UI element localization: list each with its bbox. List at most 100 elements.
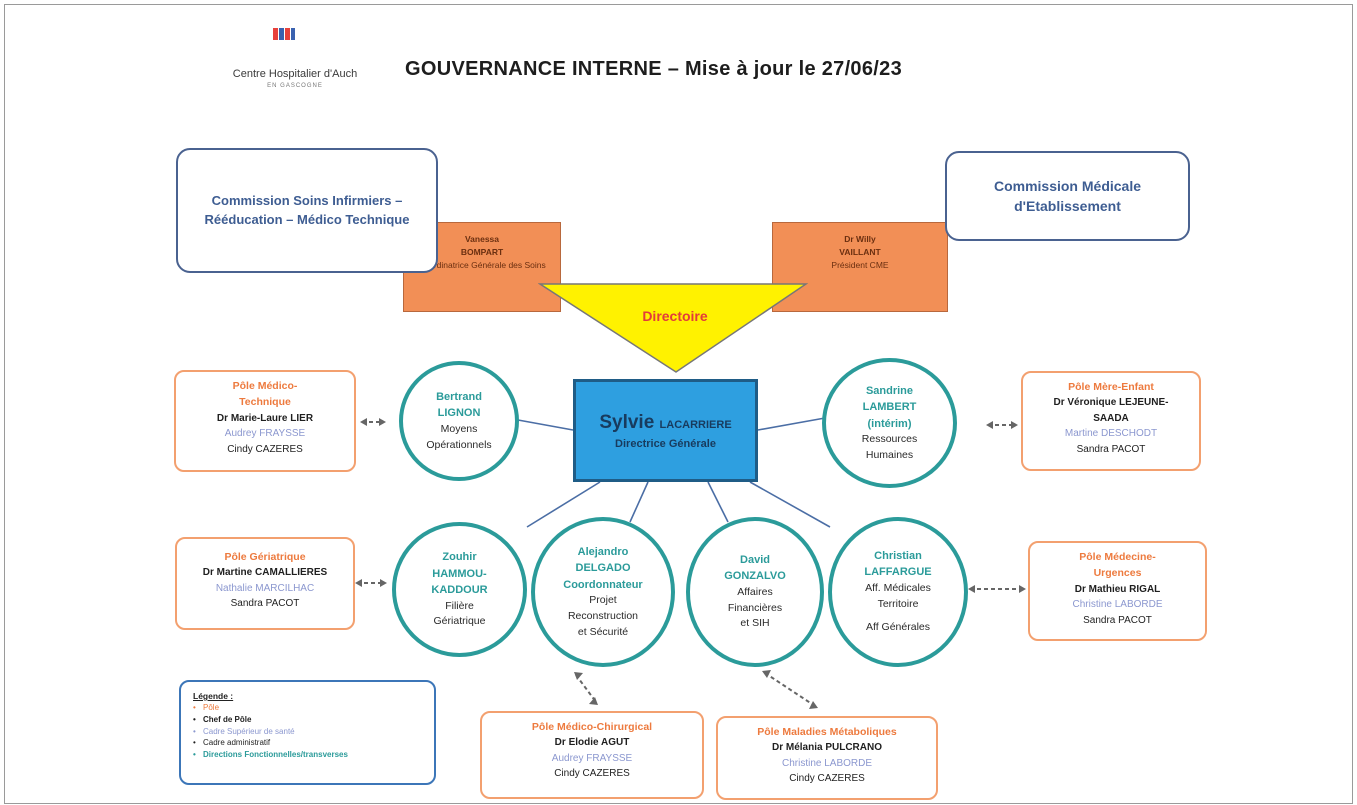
arrowhead-5 bbox=[355, 579, 362, 587]
pole-urg-cadre: Christine LABORDE bbox=[1072, 599, 1163, 611]
gonzalvo-role1: Affaires bbox=[737, 585, 773, 598]
directrice-name: Sylvie LACARRIERE bbox=[599, 412, 731, 434]
directrice-first: Sylvie bbox=[599, 411, 655, 433]
leader-left-role: Coordinatrice Générale des Soins bbox=[418, 259, 546, 270]
pole-geriatrique: Pôle Gériatrique Dr Martine CAMALLIERES … bbox=[175, 537, 355, 630]
commission-soins-box: Commission Soins Infirmiers – Rééducatio… bbox=[176, 148, 438, 273]
legend-chef-label: Chef de Pôle bbox=[203, 714, 252, 724]
pole-medecine-urgences: Pôle Médecine- Urgences Dr Mathieu RIGAL… bbox=[1028, 541, 1207, 641]
directrice-generale-box: Sylvie LACARRIERE Directrice Générale bbox=[573, 379, 758, 482]
delgado-title: Coordonnateur bbox=[563, 578, 643, 591]
pole-medtech-title2: Technique bbox=[239, 396, 291, 409]
link-hammou bbox=[526, 481, 601, 528]
pole-mere-cadre: Martine DESCHODT bbox=[1064, 428, 1158, 440]
commission-medicale-box: Commission Médicale d'Etablissement bbox=[945, 151, 1190, 241]
legend-title: Légende : bbox=[193, 691, 234, 701]
legend-item-pole: •Pôle bbox=[193, 702, 434, 714]
circle-hammou: Zouhir HAMMOU- KADDOUR Filière Gériatriq… bbox=[392, 522, 527, 657]
page-frame bbox=[4, 4, 1353, 804]
delgado-role3: et Sécurité bbox=[577, 625, 629, 638]
hammou-last2: KADDOUR bbox=[431, 584, 488, 596]
lignon-role1: Moyens bbox=[440, 422, 478, 435]
commission-soins-label: Commission Soins Infirmiers – Rééducatio… bbox=[204, 192, 410, 227]
logo-subtitle: EN GASCOGNE bbox=[267, 83, 323, 89]
legend-cadre-sup-label: Cadre Supérieur de santé bbox=[203, 726, 295, 736]
leader-left-last: BOMPART bbox=[460, 246, 504, 257]
pole-medchir-admin: Cindy CAZERES bbox=[554, 768, 630, 780]
arrow-metabo bbox=[764, 672, 816, 707]
arrowhead-4 bbox=[1011, 421, 1018, 429]
legend-item-directions: • Directions Fonctionnelles/transverses bbox=[193, 749, 434, 761]
leader-box-right: Dr Willy VAILLANT Président CME bbox=[772, 222, 948, 312]
laffargue-last: LAFFARGUE bbox=[864, 566, 932, 579]
legend-directions-label: Directions Fonctionnelles/transverses bbox=[203, 749, 348, 759]
lambert-last: LAMBERT bbox=[862, 401, 917, 413]
delgado-last: DELGADO bbox=[575, 562, 631, 575]
hammou-role2: Gériatrique bbox=[433, 615, 486, 628]
page-title: GOUVERNANCE INTERNE – Mise à jour le 27/… bbox=[405, 58, 902, 80]
pole-mere-enfant: Pôle Mère-Enfant Dr Véronique LEJEUNE- S… bbox=[1021, 371, 1201, 471]
pole-geria-admin: Sandra PACOT bbox=[230, 598, 300, 610]
pole-metabo-cadre: Christine LABORDE bbox=[781, 757, 873, 769]
arrowhead-9 bbox=[574, 672, 583, 680]
pole-medchir-chef: Dr Elodie AGUT bbox=[554, 737, 630, 749]
legend-bullet: • bbox=[193, 714, 196, 724]
pole-medchir-title: Pôle Médico-Chirurgical bbox=[531, 721, 653, 733]
pole-medchir-cadre: Audrey FRAYSSE bbox=[551, 752, 633, 764]
legend-pole-label: Pôle bbox=[203, 703, 220, 713]
pole-geria-cadre: Nathalie MARCILHAC bbox=[215, 582, 315, 594]
pole-metabo-admin: Cindy CAZERES bbox=[789, 773, 865, 785]
arrowhead-7 bbox=[968, 585, 975, 593]
arrowhead-2 bbox=[379, 418, 386, 426]
leader-right-last: VAILLANT bbox=[839, 246, 881, 257]
lignon-first: Bertrand bbox=[436, 390, 482, 403]
legend-box: Légende : •Pôle •Chef de Pôle •Cadre Sup… bbox=[179, 680, 436, 785]
link-lignon bbox=[517, 419, 574, 431]
leader-right-role: Président CME bbox=[831, 259, 889, 270]
pole-mere-chef1: Dr Véronique LEJEUNE- bbox=[1053, 397, 1169, 409]
directrice-role: Directrice Générale bbox=[615, 437, 716, 450]
link-lambert bbox=[757, 417, 826, 431]
laffargue-role1: Aff. Médicales bbox=[865, 581, 931, 594]
legend-bullet: • bbox=[193, 749, 196, 759]
legend-item-chef: • Chef de Pôle bbox=[193, 714, 434, 726]
legend-bullet: • bbox=[193, 738, 196, 748]
gonzalvo-role3: et SIH bbox=[740, 617, 770, 630]
pole-urg-admin: Sandra PACOT bbox=[1083, 614, 1152, 626]
pole-urg-chef: Dr Mathieu RIGAL bbox=[1074, 583, 1161, 595]
legend-item-cadre-sup: • Cadre Supérieur de santé bbox=[193, 726, 434, 738]
commission-medicale-label: Commission Médicale d'Etablissement bbox=[993, 177, 1142, 214]
legend-item-cadre-admin: • Cadre administratif bbox=[193, 737, 434, 749]
lignon-last: LIGNON bbox=[437, 407, 481, 420]
laffargue-role2: Territoire bbox=[877, 597, 919, 610]
logo-name: Centre Hospitalier d'Auch bbox=[232, 68, 358, 80]
link-delgado bbox=[629, 481, 649, 523]
leader-left-first: Vanessa bbox=[464, 234, 500, 244]
lambert-role1: Ressources bbox=[861, 433, 918, 445]
hammou-role1: Filière bbox=[445, 599, 474, 612]
pole-geria-chef: Dr Martine CAMALLIERES bbox=[202, 567, 328, 579]
lambert-first: Sandrine bbox=[865, 384, 914, 397]
pole-mere-title: Pôle Mère-Enfant bbox=[1068, 381, 1154, 393]
directrice-last: LACARRIERE bbox=[659, 418, 732, 431]
arrowhead-10 bbox=[589, 697, 598, 705]
leader-right-first: Dr Willy bbox=[844, 234, 876, 244]
gonzalvo-role2: Financières bbox=[727, 601, 783, 614]
circle-delgado: Alejandro DELGADO Coordonnateur Projet R… bbox=[531, 517, 675, 667]
arrowhead-11 bbox=[762, 670, 771, 678]
laffargue-first: Christian bbox=[874, 549, 922, 562]
hammou-first: Zouhir bbox=[442, 551, 477, 563]
circle-lignon: Bertrand LIGNON Moyens Opérationnels bbox=[399, 361, 519, 481]
laffargue-role3: Aff Générales bbox=[865, 621, 930, 634]
arrowhead-3 bbox=[986, 421, 993, 429]
pole-medtech-title1: Pôle Médico- bbox=[232, 380, 298, 392]
pole-geria-title: Pôle Gériatrique bbox=[224, 551, 306, 563]
hammou-last1: HAMMOU- bbox=[432, 567, 487, 580]
circle-lambert: Sandrine LAMBERT (intérim) Ressources Hu… bbox=[822, 358, 957, 488]
pole-medico-chirurgical: Pôle Médico-Chirurgical Dr Elodie AGUT A… bbox=[480, 711, 704, 799]
pole-medtech-chef: Dr Marie-Laure LIER bbox=[216, 412, 314, 424]
pole-mere-admin: Sandra PACOT bbox=[1076, 443, 1146, 455]
legend-bullet: • bbox=[193, 726, 196, 736]
legend-cadre-admin-label: Cadre administratif bbox=[203, 738, 271, 748]
